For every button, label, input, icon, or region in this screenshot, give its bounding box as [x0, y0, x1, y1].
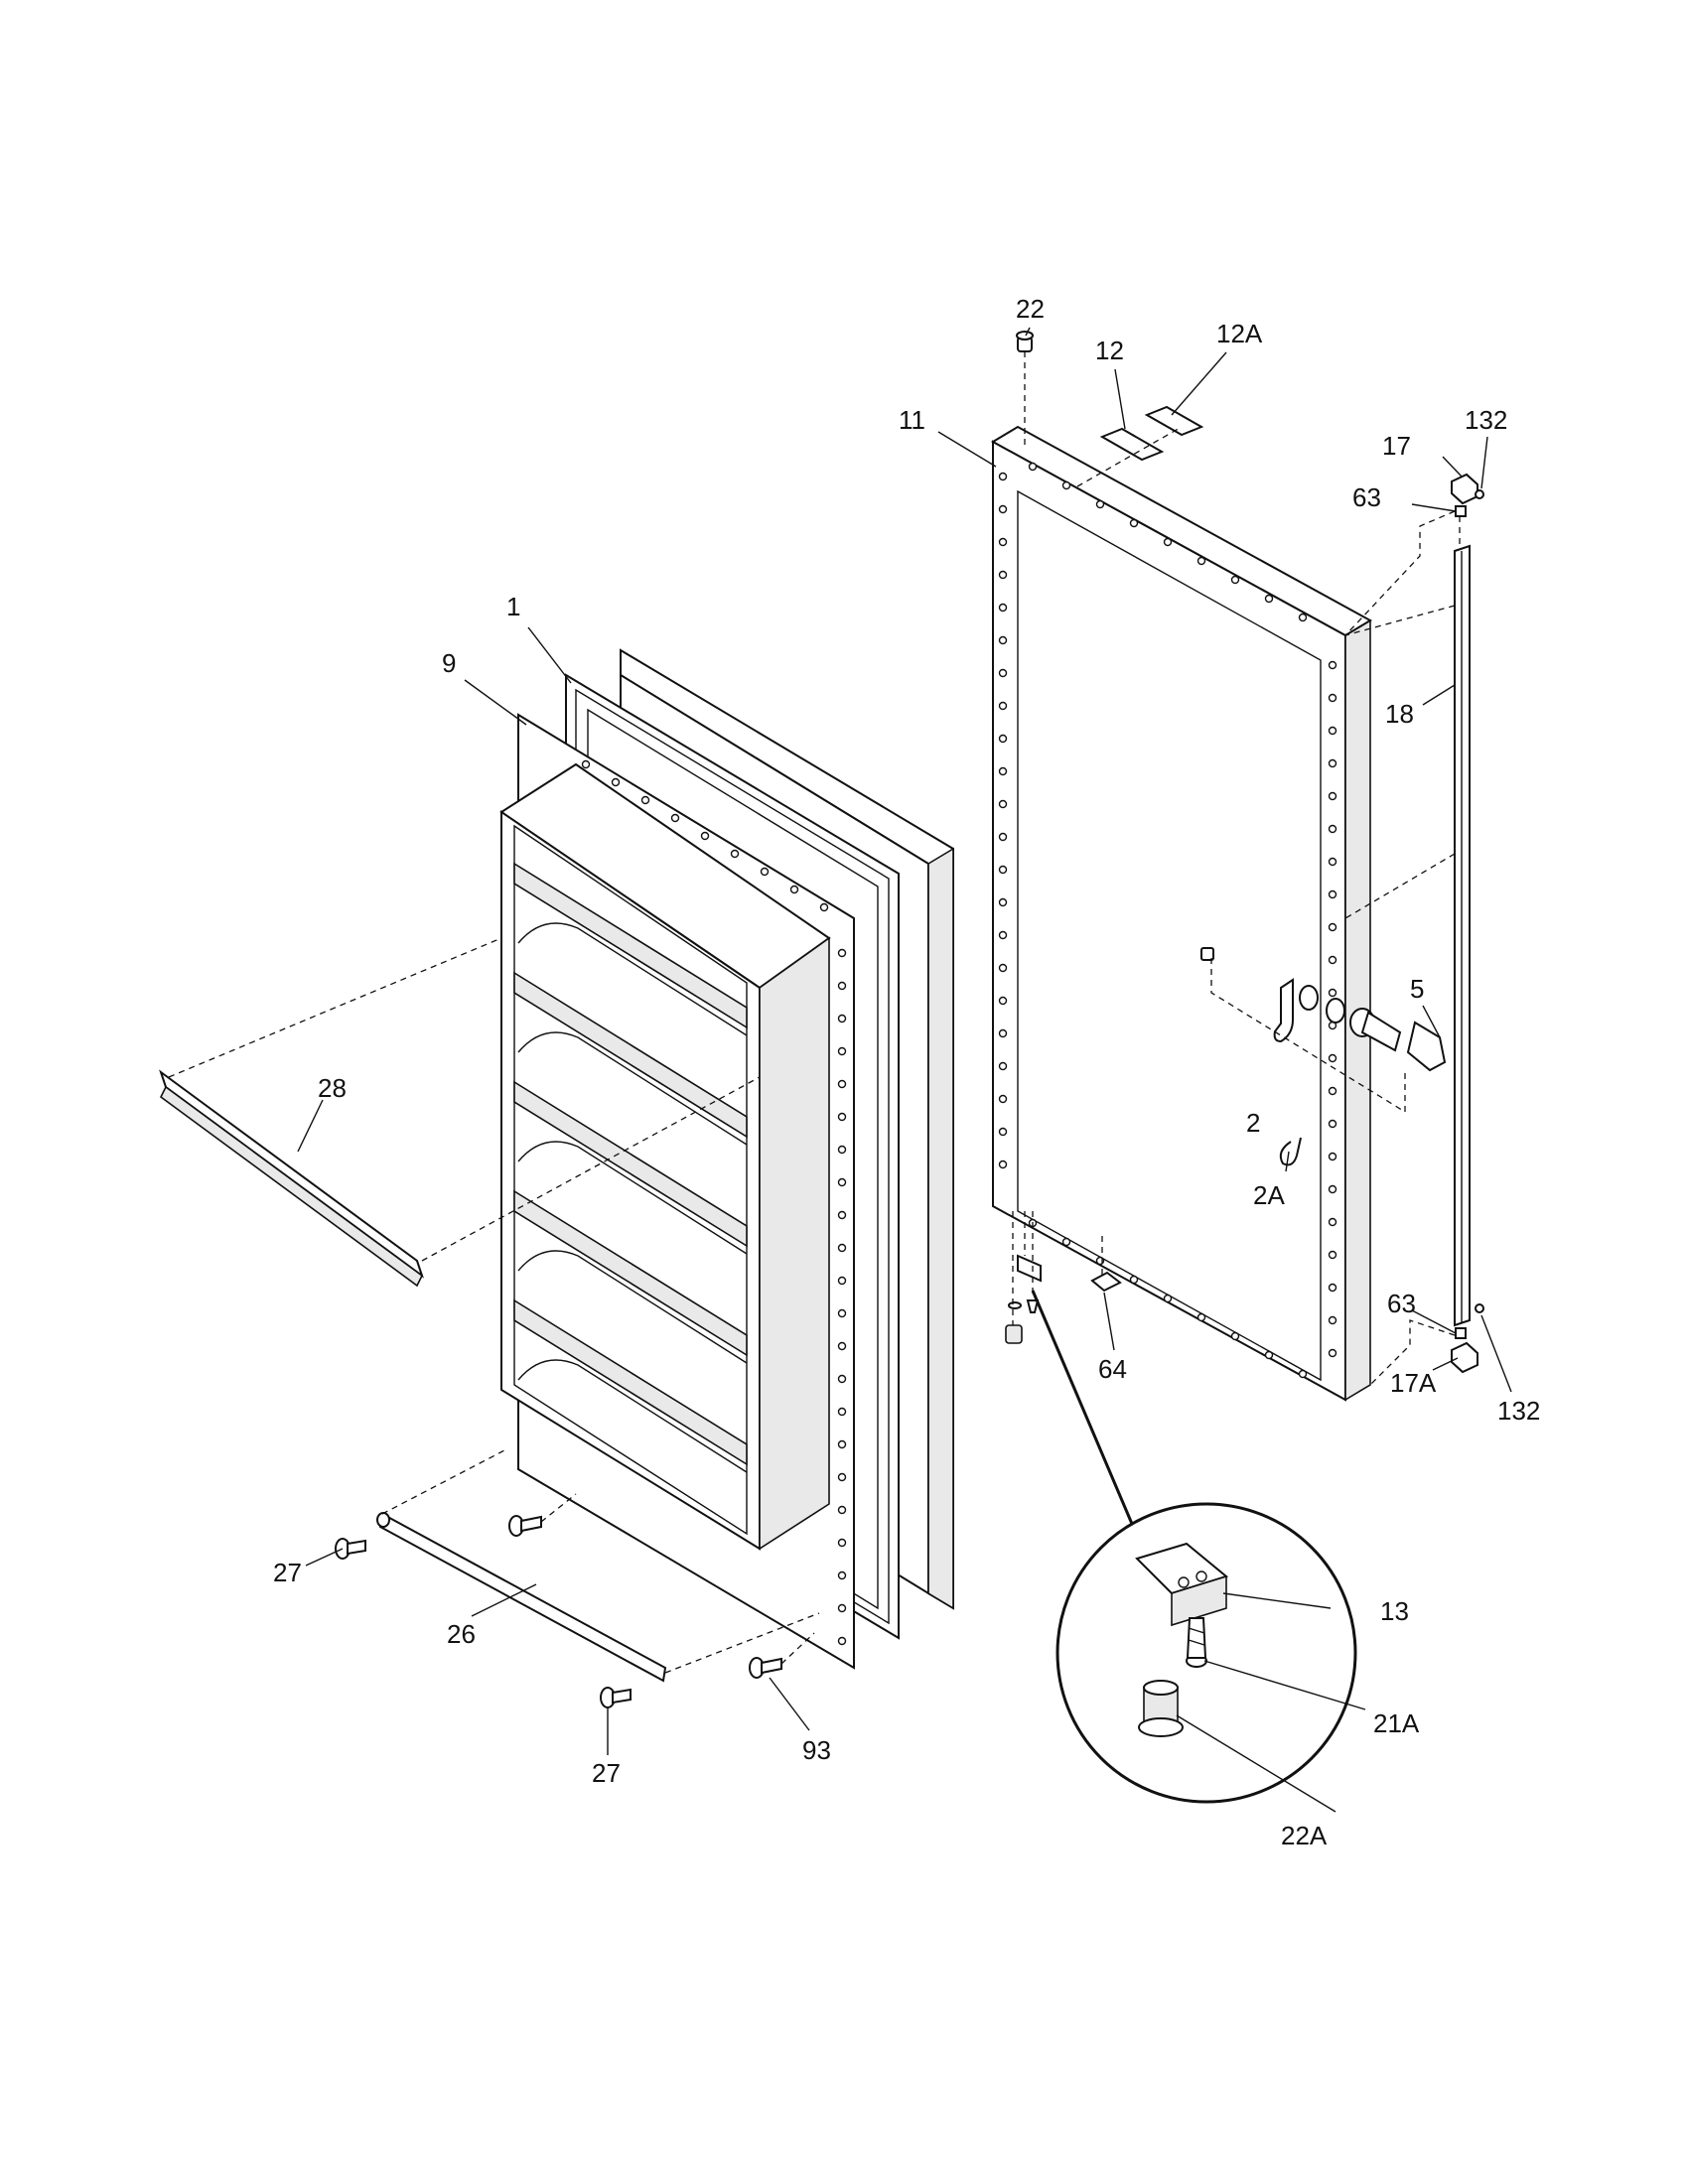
screw-27-upper [335, 1538, 366, 1560]
door-shelves [513, 862, 748, 1473]
callout-9: 9 [442, 648, 456, 678]
handle-strip-18 [1344, 544, 1471, 1327]
callout-93: 93 [802, 1735, 831, 1765]
screw-27-lower [600, 1687, 632, 1708]
door-screw-holes [998, 462, 1337, 1379]
callout-64: 64 [1098, 1354, 1127, 1384]
callout-22: 22 [1016, 294, 1045, 324]
callout-27-upper: 27 [273, 1558, 302, 1587]
screw-132-bottom [1475, 1303, 1484, 1313]
hinge-bracket-small [1005, 1211, 1042, 1344]
callout-12A: 12A [1216, 319, 1263, 348]
label-plate-12A [1144, 405, 1204, 437]
label-plate-12 [1099, 427, 1165, 462]
callout-63-top: 63 [1352, 482, 1381, 512]
callout-1: 1 [506, 592, 520, 621]
detail-view [1031, 1290, 1357, 1804]
screw-center [508, 1493, 577, 1537]
callout-27-lower: 27 [592, 1758, 621, 1788]
clip-64 [1090, 1236, 1122, 1293]
callout-17: 17 [1382, 431, 1411, 461]
callout-labels: 1 9 11 12 12A 22 17 132 63 18 5 2 2A 64 … [273, 294, 1540, 1850]
callout-2A: 2A [1253, 1180, 1285, 1210]
end-cap-17A [1451, 1341, 1478, 1374]
door-bar-26 [376, 1448, 820, 1683]
callout-28: 28 [318, 1073, 347, 1103]
callout-21A: 21A [1373, 1708, 1420, 1738]
screw-93 [749, 1632, 815, 1679]
callout-2: 2 [1246, 1108, 1260, 1138]
callout-13: 13 [1380, 1596, 1409, 1626]
plug-22 [1016, 331, 1034, 447]
outer-door-panel [990, 425, 1373, 1402]
screw-132-top [1475, 489, 1484, 499]
liner-screw-holes [581, 759, 847, 1646]
door-bar-28 [159, 937, 761, 1288]
callout-12: 12 [1095, 336, 1124, 365]
callout-22A: 22A [1281, 1821, 1328, 1850]
callout-17A: 17A [1390, 1368, 1437, 1398]
end-cap-17 [1451, 473, 1478, 505]
callout-5: 5 [1410, 974, 1424, 1004]
callout-132-bottom: 132 [1497, 1396, 1540, 1426]
callout-63-bottom: 63 [1387, 1289, 1416, 1318]
callout-26: 26 [447, 1619, 476, 1649]
callout-18: 18 [1385, 699, 1414, 729]
callout-11: 11 [899, 405, 925, 435]
leader-lines [297, 327, 1512, 1813]
callout-132-top: 132 [1465, 405, 1507, 435]
latch-parts [1200, 947, 1447, 1166]
